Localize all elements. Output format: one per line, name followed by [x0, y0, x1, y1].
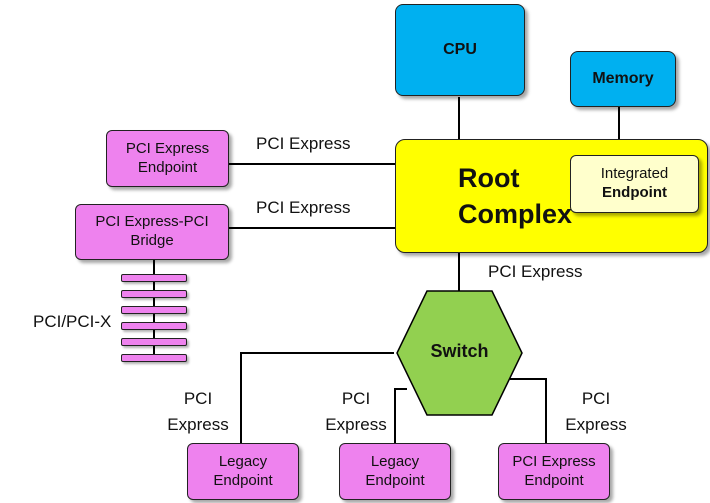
bridge-root-link-label: PCI Express — [256, 198, 351, 217]
memory-label: Memory — [592, 70, 654, 87]
switch-left-link-line2: Express — [167, 414, 229, 434]
integrated-endpoint-box: Integrated Endpoint — [570, 155, 699, 213]
bridge-line1: PCI Express-PCI — [95, 213, 209, 231]
pcie-endpoint-top-line1: PCI Express — [125, 139, 210, 157]
pci-slot-1 — [121, 274, 187, 282]
legacy-endpoint-1-line1: Legacy — [218, 452, 268, 470]
switch-left-link-label: PCI Express — [160, 386, 236, 437]
bridge-box: PCI Express-PCI Bridge — [75, 204, 229, 260]
endpoint-root-link-label: PCI Express — [256, 134, 351, 153]
root-switch-link-label: PCI Express — [488, 262, 583, 281]
switch-right-link-label: PCI Express — [558, 386, 634, 437]
root-complex-title: Root Complex — [458, 160, 572, 233]
switch-hexagon — [396, 290, 523, 416]
pci-slot-6 — [121, 354, 187, 362]
cpu-box: CPU — [395, 4, 525, 96]
root-complex-line1: Root — [458, 163, 520, 193]
switch-label: Switch — [430, 341, 489, 361]
switch-endpoint-link — [510, 378, 547, 443]
pcie-endpoint-top-line2: Endpoint — [137, 158, 198, 176]
switch-right-link-line2: Express — [565, 414, 627, 434]
switch-middle-link-label: PCI Express — [318, 386, 394, 437]
switch-legacy1-link — [240, 352, 394, 443]
root-complex-box: Root Complex Integrated Endpoint — [395, 139, 708, 253]
pci-slot-5 — [121, 338, 187, 346]
pcie-endpoint-bottom-box: PCI Express Endpoint — [498, 443, 610, 500]
memory-box: Memory — [570, 51, 676, 107]
legacy-endpoint-2-box: Legacy Endpoint — [339, 443, 451, 500]
switch-right-link-line1: PCI — [581, 389, 611, 408]
pci-slot-2 — [121, 290, 187, 298]
pci-slot-3 — [121, 306, 187, 314]
switch-left-link-line1: PCI — [183, 389, 213, 408]
pcie-endpoint-bottom-line2: Endpoint — [524, 471, 584, 489]
legacy-endpoint-2-line1: Legacy — [370, 452, 420, 470]
root-complex-line2: Complex — [458, 199, 573, 230]
switch-middle-link-line1: PCI — [341, 389, 371, 408]
legacy-endpoint-1-box: Legacy Endpoint — [187, 443, 299, 500]
switch-legacy2-link — [394, 388, 407, 443]
legacy-endpoint-2-line2: Endpoint — [365, 471, 425, 489]
bridge-line2: Bridge — [130, 232, 174, 249]
switch-middle-link-line2: Express — [325, 414, 387, 434]
cpu-label: CPU — [443, 41, 477, 58]
pci-bus-label: PCI/PCI-X — [33, 312, 112, 331]
legacy-endpoint-1-line2: Endpoint — [213, 471, 273, 489]
pcie-endpoint-top-box: PCI Express Endpoint — [106, 130, 229, 187]
integrated-endpoint-line2: Endpoint — [602, 184, 667, 201]
pcie-endpoint-bottom-line1: PCI Express — [512, 452, 596, 470]
integrated-endpoint-line1: Integrated — [600, 165, 669, 183]
pci-slot-4 — [121, 322, 187, 330]
